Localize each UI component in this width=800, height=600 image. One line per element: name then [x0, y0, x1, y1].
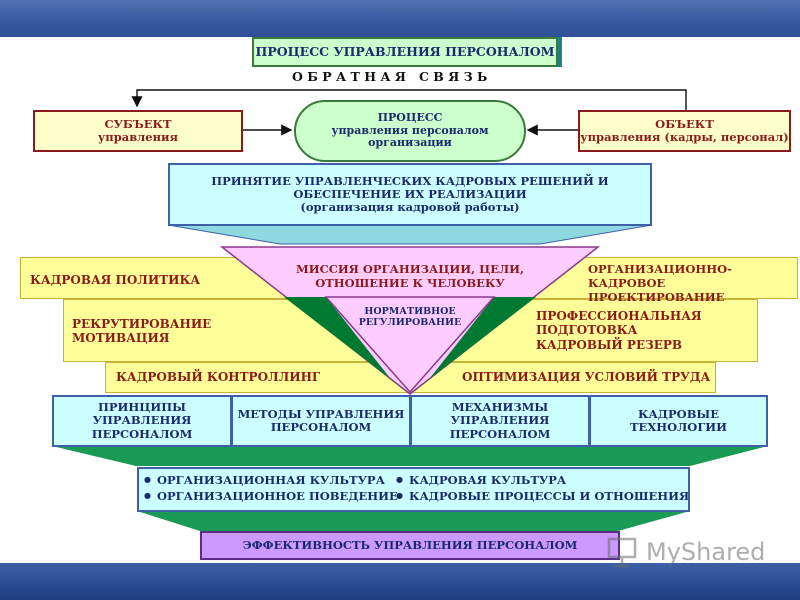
object-text: ОБЪЕКТ управления (кадры, персонал) — [580, 116, 789, 144]
normative-text: НОРМАТИВНОЕ РЕГУЛИРОВАНИЕ — [358, 306, 462, 329]
cell-principles: ПРИНЦИПЫ УПРАВЛЕНИЯ ПЕРСОНАЛОМ — [52, 395, 232, 447]
effectiveness-box: ЭФФЕКТИВНОСТЬ УПРАВЛЕНИЯ ПЕРСОНАЛОМ — [200, 531, 620, 560]
watermark: MyShared — [606, 536, 765, 568]
object-box: ОБЪЕКТ управления (кадры, персонал) — [578, 110, 791, 152]
culture-item: ОРГАНИЗАЦИОННАЯ КУЛЬТУРА — [144, 473, 398, 489]
subject-box: СУБЪЕКТ управления — [33, 110, 243, 152]
cell-methods-text: МЕТОДЫ УПРАВЛЕНИЯ ПЕРСОНАЛОМ — [237, 406, 405, 434]
culture-list-right: КАДРОВАЯ КУЛЬТУРА КАДРОВЫЕ ПРОЦЕССЫ И ОТ… — [396, 473, 689, 504]
org-design-label: ОРГАНИЗАЦИОННО-КАДРОВОЕ ПРОЕКТИРОВАНИЕ — [588, 262, 732, 304]
process-oval: ПРОЦЕСС управления персоналом организаци… — [294, 100, 526, 162]
feedback-line — [131, 89, 687, 110]
title-text: ПРОЦЕСС УПРАВЛЕНИЯ ПЕРСОНАЛОМ — [255, 43, 555, 59]
green-band-left — [284, 297, 410, 394]
decisions-box: ПРИНЯТИЕ УПРАВЛЕНЧЕСКИХ КАДРОВЫХ РЕШЕНИЙ… — [168, 163, 652, 226]
effectiveness-text: ЭФФЕКТИВНОСТЬ УПРАВЛЕНИЯ ПЕРСОНАЛОМ — [242, 537, 578, 552]
cell-principles-text: ПРИНЦИПЫ УПРАВЛЕНИЯ ПЕРСОНАЛОМ — [91, 400, 193, 441]
culture-list-left: ОРГАНИЗАЦИОННАЯ КУЛЬТУРА ОРГАНИЗАЦИОННОЕ… — [144, 473, 398, 504]
mission-text: МИССИЯ ОРГАНИЗАЦИИ, ЦЕЛИ, ОТНОШЕНИЕ К ЧЕ… — [295, 262, 525, 290]
presentation-icon — [607, 537, 637, 568]
process-text: ПРОЦЕСС управления персоналом организаци… — [331, 111, 489, 150]
subject-text: СУБЪЕКТ управления — [97, 116, 179, 144]
bottom-band — [0, 563, 800, 600]
green-band-right — [410, 297, 536, 394]
culture-item: КАДРОВАЯ КУЛЬТУРА — [396, 473, 689, 489]
hr-policy-label: КАДРОВАЯ ПОЛИТИКА — [30, 273, 201, 287]
cell-technologies-text: КАДРОВЫЕ ТЕХНОЛОГИИ — [630, 406, 727, 434]
culture-item: КАДРОВЫЕ ПРОЦЕССЫ И ОТНОШЕНИЯ — [396, 489, 689, 505]
decisions-text: ПРИНЯТИЕ УПРАВЛЕНЧЕСКИХ КАДРОВЫХ РЕШЕНИЙ… — [211, 173, 609, 215]
cell-methods: МЕТОДЫ УПРАВЛЕНИЯ ПЕРСОНАЛОМ — [231, 395, 411, 447]
training-label: ПРОФЕССИОНАЛЬНАЯ ПОДГОТОВКА КАДРОВЫЙ РЕЗ… — [536, 309, 702, 352]
feedback-label: О Б Р А Т Н А Я С В Я З Ь — [292, 69, 488, 84]
top-band — [0, 0, 800, 37]
optimization-label: ОПТИМИЗАЦИЯ УСЛОВИЙ ТРУДА — [462, 370, 711, 384]
inner-triangle — [324, 296, 496, 394]
title-box: ПРОЦЕСС УПРАВЛЕНИЯ ПЕРСОНАЛОМ — [252, 37, 558, 67]
cell-mechanisms-text: МЕХАНИЗМЫ УПРАВЛЕНИЯ ПЕРСОНАЛОМ — [449, 400, 551, 441]
culture-item: ОРГАНИЗАЦИОННОЕ ПОВЕДЕНИЕ — [144, 489, 398, 505]
cell-mechanisms: МЕХАНИЗМЫ УПРАВЛЕНИЯ ПЕРСОНАЛОМ — [410, 395, 590, 447]
controlling-label: КАДРОВЫЙ КОНТРОЛЛИНГ — [116, 370, 321, 384]
recruiting-label: РЕКРУТИРОВАНИЕ МОТИВАЦИЯ — [72, 317, 212, 346]
watermark-text: MyShared — [646, 538, 766, 566]
cell-technologies: КАДРОВЫЕ ТЕХНОЛОГИИ — [589, 395, 768, 447]
